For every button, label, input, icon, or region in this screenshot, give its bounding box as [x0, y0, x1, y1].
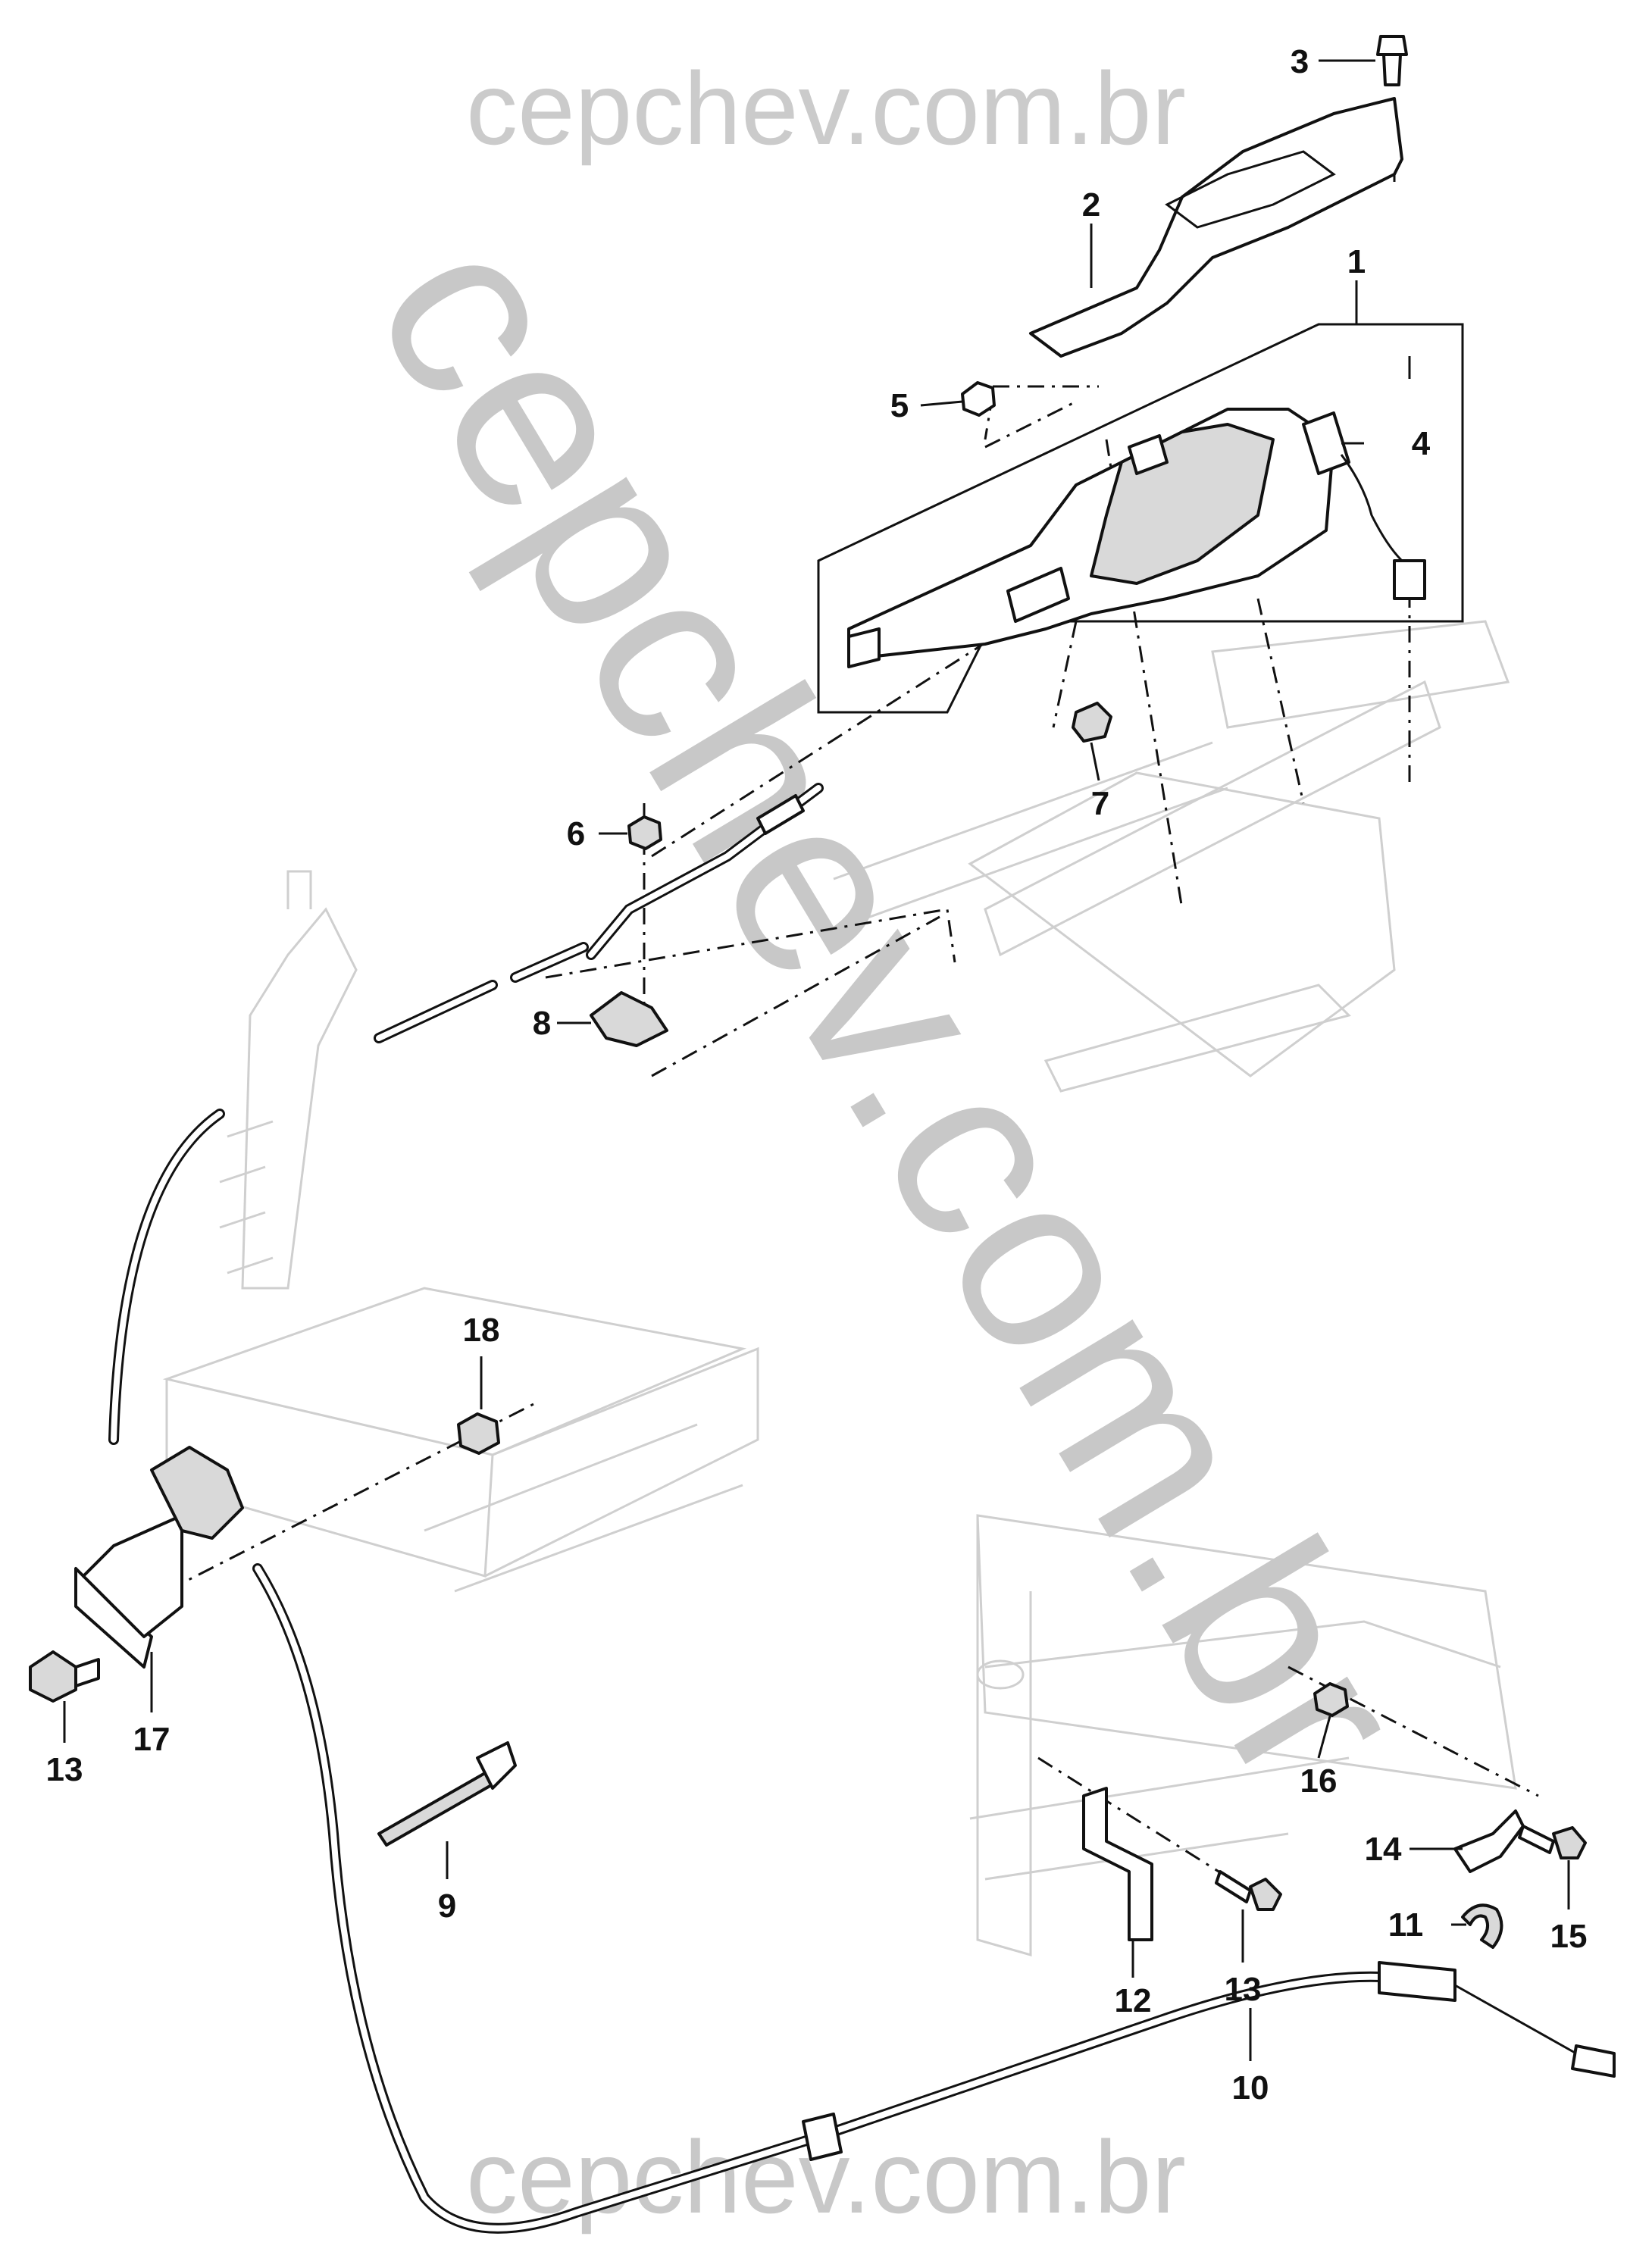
callout-16: 16	[1300, 1762, 1338, 1800]
cable-tie-part[interactable]	[377, 1741, 517, 1847]
callout-8: 8	[533, 1005, 551, 1042]
callout-9: 9	[438, 1888, 456, 1925]
callout-14: 14	[1365, 1831, 1402, 1868]
cable-guide-bracket-part[interactable]	[74, 1446, 244, 1669]
callout-5: 5	[890, 387, 909, 424]
front-brake-cable-part[interactable]	[108, 783, 824, 1445]
callout-2: 2	[1082, 186, 1100, 224]
clip-part-11[interactable]	[1461, 1903, 1503, 1949]
callout-13-left: 13	[46, 1751, 83, 1788]
grommet-part-7[interactable]	[1072, 702, 1112, 743]
callout-18: 18	[463, 1312, 500, 1349]
callout-7: 7	[1091, 785, 1109, 822]
callout-4: 4	[1412, 425, 1431, 462]
callout-10: 10	[1232, 2069, 1269, 2106]
console-cover-part[interactable]	[1029, 97, 1403, 358]
push-pin-part[interactable]	[1376, 35, 1408, 86]
nut-part-5[interactable]	[961, 381, 996, 417]
brake-switch-part[interactable]	[1302, 356, 1426, 600]
nut-part-6[interactable]	[627, 815, 662, 850]
assembly-frame	[817, 323, 1464, 714]
bolt-part-13-left[interactable]	[29, 1650, 100, 1703]
callout-13-right: 13	[1225, 1971, 1262, 2008]
callout-1: 1	[1347, 243, 1366, 280]
rear-brake-cable-part[interactable]	[252, 1563, 1616, 2234]
bracket-part-12[interactable]	[1082, 1787, 1153, 1941]
leader-lines	[63, 59, 1570, 2061]
console-assembly-part[interactable]	[847, 408, 1335, 668]
callout-6: 6	[567, 815, 585, 852]
callout-3: 3	[1291, 43, 1309, 80]
callout-15: 15	[1550, 1918, 1588, 1955]
bolt-part-15[interactable]	[1518, 1825, 1587, 1859]
callout-12: 12	[1115, 1982, 1152, 2019]
bolt-part-13-right[interactable]	[1215, 1870, 1282, 1911]
nut-part-18[interactable]	[457, 1412, 500, 1455]
background-structure	[162, 620, 1517, 1956]
clip-part-14[interactable]	[1453, 1809, 1525, 1873]
watermark-top: cepchev.com.br	[466, 51, 1186, 166]
callout-11: 11	[1388, 1906, 1424, 1944]
callout-17: 17	[133, 1721, 171, 1758]
nut-part-16[interactable]	[1313, 1682, 1349, 1717]
bracket-part-8[interactable]	[590, 991, 668, 1047]
